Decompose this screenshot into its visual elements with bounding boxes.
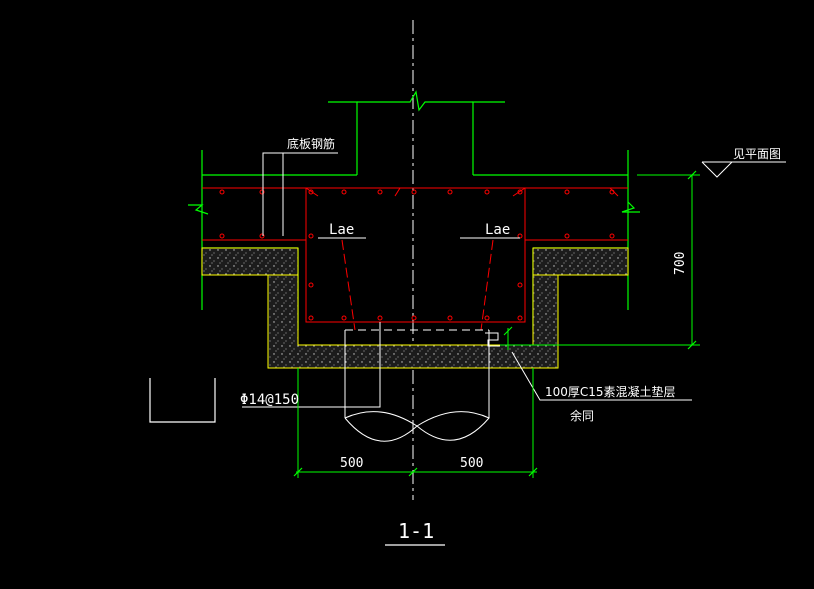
width-left-label: 500 [340,456,363,471]
cushion-note-leader [511,351,692,401]
slab-break-left [188,204,209,215]
u-rebar-detail [149,378,216,423]
cushion-layer-right [532,247,629,276]
section-title: 1-1 [398,519,434,543]
remark-label: 余同 [570,408,594,423]
rebar-spec-label: Φ14@150 [240,392,299,408]
cushion-layer-left [201,247,299,276]
lae-anchor-right [480,239,494,331]
height-dim-tick-top [687,170,697,180]
rebar-hook-left [305,187,319,197]
rebar-hook-mid-left [394,187,401,197]
column-break-mark [357,90,473,112]
width-dim-tick-right [528,467,538,477]
rebar-hook-right [512,187,526,197]
small-dim-tick [503,326,513,336]
elevation-triangle [701,161,733,178]
height-dim-tick-bottom [687,340,697,350]
width-dim-tick-mid [408,467,418,477]
cushion-note-label: 100厚C15素混凝土垫层 [545,384,676,399]
slab-rebar-leader [262,152,338,236]
cushion-pit [267,274,559,369]
height-dim-label: 700 [673,252,688,275]
see-plan-label: 见平面图 [733,147,781,161]
lae-left-label: Lae [329,222,354,238]
rebar-u-detail [485,332,500,347]
rebar-dots [219,189,615,321]
lae-right-label: Lae [485,222,510,238]
rebar-spec-leader [242,322,381,408]
width-dim-tick-left [293,467,303,477]
lae-anchor-left [341,239,356,331]
pile-break [344,411,490,442]
width-right-label: 500 [460,456,483,471]
slab-break-right [621,201,640,213]
column-outline-right [472,101,505,175]
pit-rebar-cage [305,187,526,323]
slab-rebar-label: 底板钢筋 [287,136,335,151]
